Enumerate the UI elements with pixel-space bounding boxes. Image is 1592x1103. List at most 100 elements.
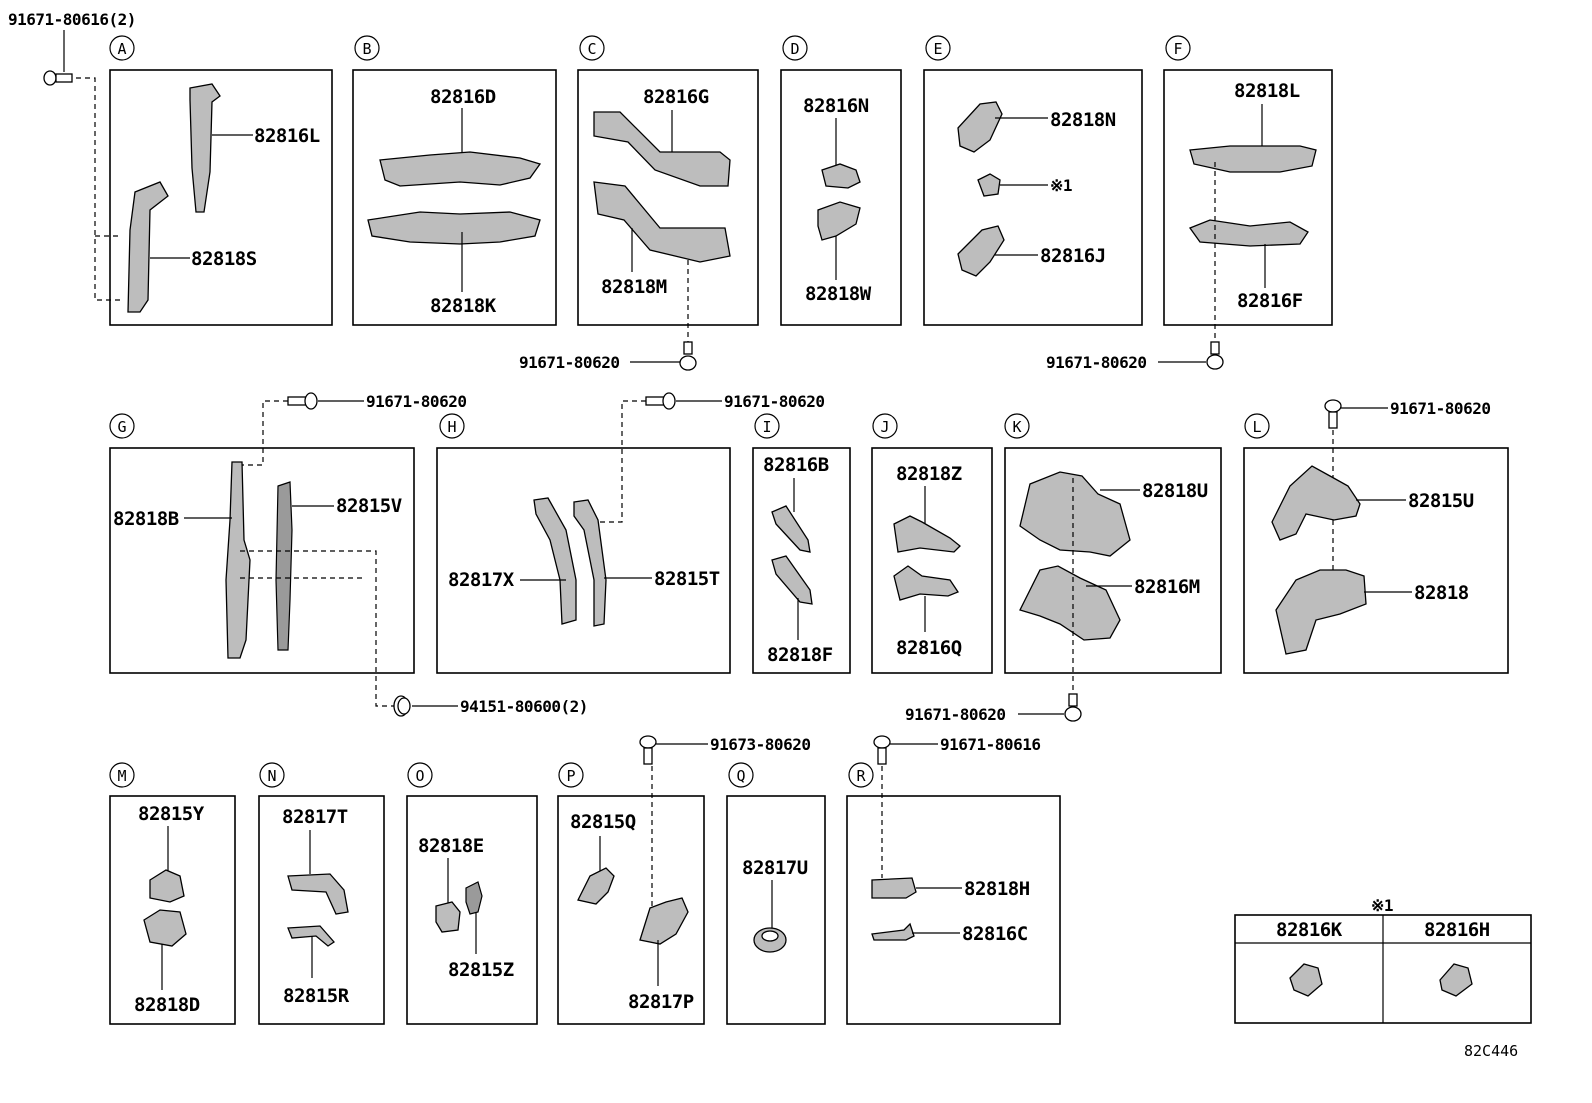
part-shape <box>977 173 1001 197</box>
part-label: 82818D <box>134 994 200 1016</box>
section-box-o <box>406 795 538 1025</box>
part-label: 82818S <box>191 248 257 270</box>
section-label-d: D <box>790 40 799 58</box>
section-h: H 91671-80620 82817X 82815T <box>436 392 825 674</box>
part-label: 82816F <box>1237 290 1303 312</box>
section-r: R 91671-80616 82818H 82816C <box>846 735 1061 1025</box>
part-shape <box>893 565 959 601</box>
section-box-c <box>577 69 759 326</box>
part-label: 82816N <box>803 95 869 117</box>
part-label: 82816B <box>763 454 829 476</box>
part-shape <box>1019 565 1121 641</box>
fastener-label: 91671-80620 <box>366 392 466 411</box>
part-shape <box>189 83 221 213</box>
part-label: 82815Z <box>448 959 514 981</box>
nut-icon <box>393 695 411 717</box>
part-shape <box>287 925 335 947</box>
part-shape <box>771 555 813 605</box>
section-label-m: M <box>117 767 126 785</box>
section-a: A 91671-80616(2) 82816L 82818S <box>8 10 333 326</box>
part-shape <box>577 867 615 905</box>
section-box-a <box>109 69 333 326</box>
part-label: 82815U <box>1408 490 1474 512</box>
part-shape <box>893 515 961 553</box>
part-label: 82818M <box>601 276 667 298</box>
part-label: 82815Q <box>570 811 636 833</box>
part-label: 82817P <box>628 991 694 1013</box>
part-shape <box>143 909 187 947</box>
part-label: 82818H <box>964 878 1030 900</box>
part-label: 82818K <box>430 295 497 317</box>
fastener-label: 91671-80620 <box>1390 399 1490 418</box>
part-label: 82818F <box>767 644 833 666</box>
fastener-label: 91671-80620 <box>519 353 619 372</box>
section-label-e: E <box>933 40 942 58</box>
part-shape <box>871 922 915 941</box>
part-shape <box>639 897 689 945</box>
part-shape <box>127 181 169 313</box>
section-box-p <box>557 795 705 1025</box>
section-b: B 82816D 82818K <box>352 35 557 326</box>
bolt-icon <box>1064 693 1082 722</box>
part-label: 82818W <box>805 283 872 305</box>
fastener-label: 91671-80616(2) <box>8 10 136 29</box>
part-shape <box>435 901 461 933</box>
section-box-m <box>109 795 236 1025</box>
section-e: E 82818N ※1 82816J <box>923 35 1143 326</box>
bolt-icon <box>287 392 318 410</box>
section-q: Q 82817U <box>726 762 826 1025</box>
section-n: N 82817T 82815R <box>258 762 385 1025</box>
part-shape <box>1271 465 1361 541</box>
part-shape <box>957 101 1003 153</box>
section-label-i: I <box>762 418 771 436</box>
fastener-label: 94151-80600(2) <box>460 697 588 716</box>
part-label: 82816D <box>430 86 496 108</box>
section-label-k: K <box>1012 418 1021 436</box>
part-label: 82818 <box>1414 582 1469 604</box>
part-label: 82818L <box>1234 80 1300 102</box>
part-shape <box>573 499 607 627</box>
section-box-h <box>436 447 731 674</box>
part-shape <box>533 497 577 625</box>
section-label-p: P <box>566 767 575 785</box>
part-label: 82818B <box>113 508 179 530</box>
section-d: D 82816N 82818W <box>780 35 902 326</box>
part-shape <box>593 181 731 263</box>
note-mark: ※1 <box>1050 176 1072 195</box>
fastener-label: 91673-80620 <box>710 735 810 754</box>
part-label: 82818U <box>1142 480 1208 502</box>
part-label: 82815R <box>283 985 350 1007</box>
bolt-icon <box>645 392 676 410</box>
part-label: 82817T <box>282 806 348 828</box>
section-label-l: L <box>1252 418 1261 436</box>
section-o: O 82818E 82815Z <box>406 762 538 1025</box>
note-table-col: 82816K <box>1276 919 1343 941</box>
part-shape <box>465 881 483 915</box>
section-box-k <box>1004 447 1222 674</box>
part-label: 82818N <box>1050 109 1116 131</box>
part-label: 82816L <box>254 125 320 147</box>
part-label: 82818Z <box>896 463 962 485</box>
section-label-q: Q <box>736 767 745 785</box>
part-shape <box>821 163 861 189</box>
part-label: 82815V <box>336 495 402 517</box>
part-shape <box>771 505 811 553</box>
part-label: 82815T <box>654 568 720 590</box>
section-label-a: A <box>117 40 126 58</box>
section-label-g: G <box>117 418 126 436</box>
section-box-j <box>871 447 993 674</box>
section-box-l <box>1243 447 1509 674</box>
section-k: K 82818U 82816M 91671-80620 <box>905 413 1222 724</box>
bolt-icon <box>873 735 891 765</box>
bolt-icon <box>1206 341 1224 370</box>
part-label: 82816G <box>643 86 709 108</box>
section-label-r: R <box>856 767 866 785</box>
section-label-f: F <box>1173 40 1182 58</box>
section-box-g <box>109 447 415 674</box>
part-shape <box>275 481 293 651</box>
section-box-i <box>752 447 851 674</box>
section-i: I 82816B 82818F <box>752 413 851 674</box>
section-label-n: N <box>267 767 276 785</box>
section-label-b: B <box>362 40 371 58</box>
